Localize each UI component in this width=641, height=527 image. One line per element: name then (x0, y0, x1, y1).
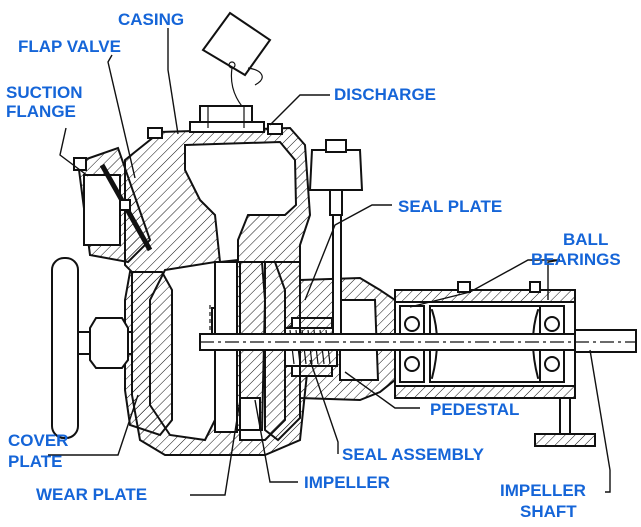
label-discharge: DISCHARGE (334, 85, 436, 104)
label-seal-plate: SEAL PLATE (398, 197, 502, 216)
pump-drawing (51, 11, 637, 456)
callout-labels: CASING FLAP VALVE SUCTION FLANGE DISCHAR… (6, 10, 621, 521)
label-cover-plate-line2: PLATE (8, 452, 62, 471)
impeller-shaft (199, 329, 637, 353)
label-cover-plate-line1: COVER (8, 431, 68, 450)
discharge-flange (147, 105, 283, 139)
label-casing: CASING (118, 10, 184, 29)
label-wear-plate: WEAR PLATE (36, 485, 147, 504)
label-pedestal: PEDESTAL (430, 400, 519, 419)
leader-lines (48, 28, 611, 496)
oil-cup (308, 139, 364, 336)
label-impeller: IMPELLER (304, 473, 390, 492)
label-suction-flange-line1: SUCTION (6, 83, 83, 102)
label-flap-valve: FLAP VALVE (18, 37, 121, 56)
label-ball-bearings-line1: BALL (563, 230, 608, 249)
label-suction-flange-line2: FLANGE (6, 102, 76, 121)
suction-flange-assembly (73, 146, 153, 264)
discharge-tag (201, 11, 272, 119)
label-impeller-shaft-line2: SHAFT (520, 502, 577, 521)
label-seal-assembly: SEAL ASSEMBLY (342, 445, 485, 464)
cover-plate-assembly (51, 257, 221, 439)
label-ball-bearings-line2: BEARINGS (531, 250, 621, 269)
label-impeller-shaft-line1: IMPELLER (500, 481, 586, 500)
